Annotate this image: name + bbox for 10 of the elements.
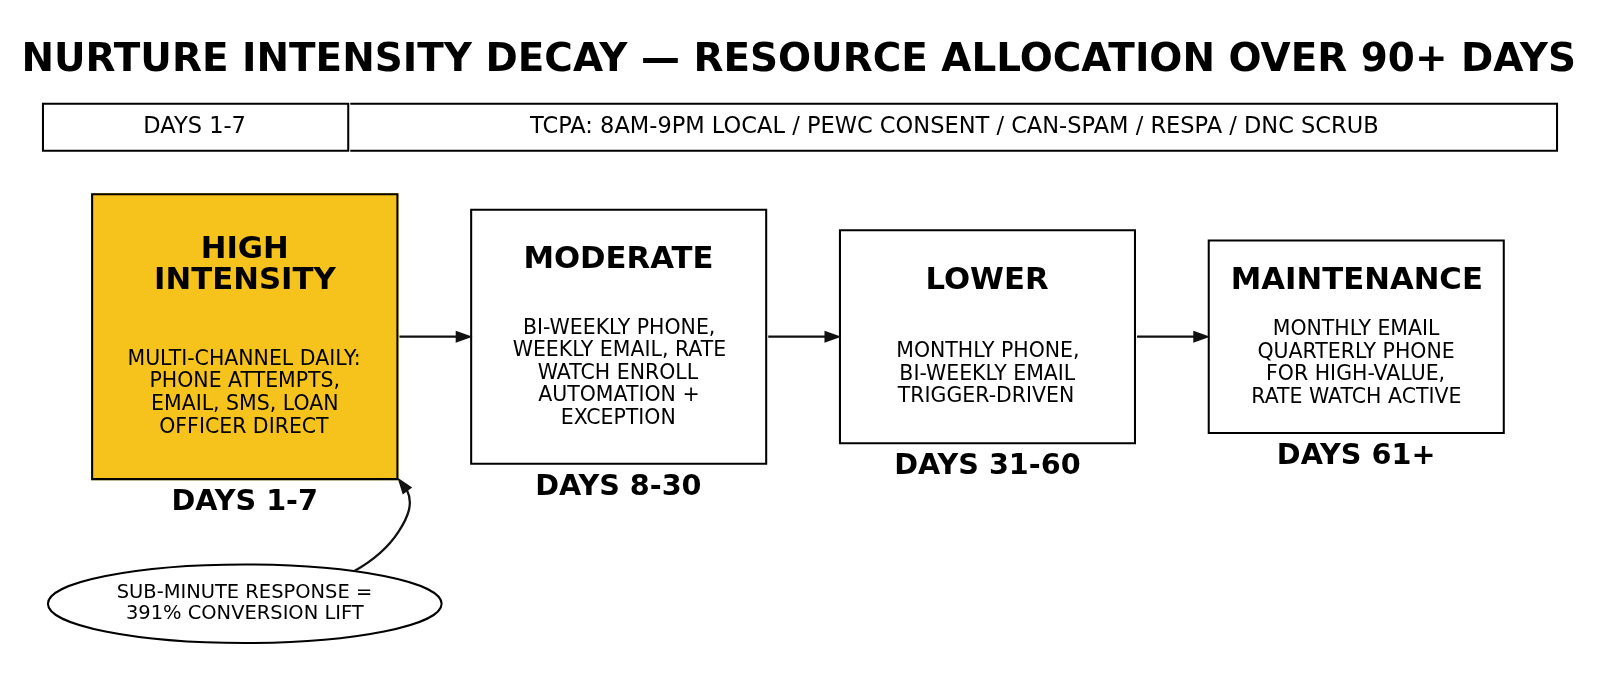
node-ellipse: SUB-MINUTE RESPONSE = 391% CONVERSION LIFT [46, 562, 443, 644]
node-label: DAYS 1-7 [171, 482, 318, 517]
arrow [353, 476, 413, 572]
node-label: DAYS 8-30 [535, 467, 702, 502]
node-label: DAYS 61+ [1276, 436, 1436, 471]
node-label: DAYS 31-60 [894, 446, 1081, 481]
arrow [399, 330, 473, 343]
diagram-title: NURTURE INTENSITY DECAY — RESOURCE ALLOCATION OVER 90+ DAYS [21, 34, 1576, 80]
arrow [1137, 330, 1211, 343]
arrow [768, 330, 842, 343]
